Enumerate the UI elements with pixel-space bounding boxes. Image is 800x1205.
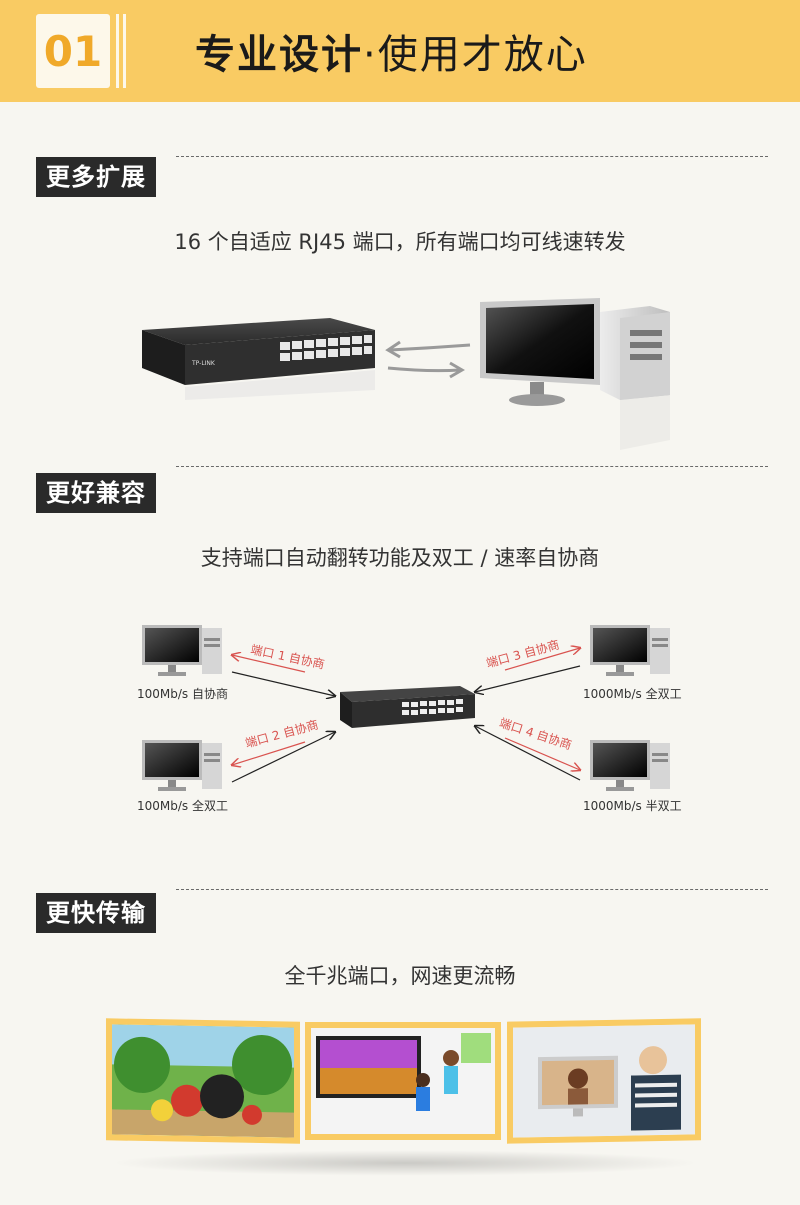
- video-call-image: [513, 1024, 695, 1138]
- pc-bottom-right: [590, 740, 670, 791]
- cartoon-movie-image: [112, 1024, 294, 1138]
- divider: [176, 466, 768, 467]
- divider: [176, 889, 768, 890]
- divider: [176, 156, 768, 157]
- section-tag-speed: 更快传输: [36, 893, 156, 933]
- pc-label-bottom-left: 100Mb/s 全双工: [137, 799, 228, 813]
- arrow-port1-black: [231, 671, 335, 696]
- photo-motion-game: [305, 1022, 501, 1140]
- switch-device: TP-LINK: [142, 318, 375, 400]
- section-number: 01: [36, 14, 110, 88]
- arrow-port3-red: [504, 648, 580, 671]
- pc-tower: [600, 306, 670, 450]
- pc-top-left: [142, 625, 222, 676]
- section-subtitle: 支持端口自动翻转功能及双工 / 速率自协商: [200, 546, 600, 570]
- pc-label-bottom-right: 1000Mb/s 半双工: [583, 799, 682, 813]
- pc-bottom-left: [142, 740, 222, 791]
- number-stripe: [116, 14, 119, 88]
- arrow-port4-red: [504, 737, 580, 770]
- section-tag-expansion: 更多扩展: [36, 157, 156, 197]
- pc-label-top-right: 1000Mb/s 全双工: [583, 687, 682, 701]
- transfer-arrows: [385, 340, 471, 379]
- arrow-port1-red: [232, 655, 306, 673]
- number-stripe: [123, 14, 126, 88]
- arrow-port2-red: [232, 741, 306, 765]
- switch-pc-illustration: TP-LINK: [142, 298, 670, 450]
- center-switch: [340, 686, 475, 728]
- page-title: 专业设计·使用才放心: [195, 32, 588, 78]
- arrow-port3-black: [475, 665, 581, 692]
- section-subtitle: 16 个自适应 RJ45 端口，所有端口均可线速转发: [174, 230, 626, 254]
- photo-cartoon-movie: [106, 1018, 300, 1144]
- arrow-port2-black: [231, 732, 335, 783]
- arrow-port4-black: [475, 726, 581, 781]
- autonegotiation-diagram: [142, 625, 670, 791]
- pc-top-right: [590, 625, 670, 676]
- switch-brand: TP-LINK: [191, 360, 216, 367]
- section-tag-compatibility: 更好兼容: [36, 473, 156, 513]
- photo-video-call: [507, 1018, 701, 1144]
- pc-label-top-left: 100Mb/s 自协商: [137, 687, 228, 701]
- header-band: [0, 0, 800, 102]
- motion-game-image: [311, 1028, 495, 1134]
- section-subtitle: 全千兆端口，网速更流畅: [284, 964, 516, 988]
- photos-shadow: [110, 1150, 700, 1176]
- pc-monitor: [480, 298, 600, 406]
